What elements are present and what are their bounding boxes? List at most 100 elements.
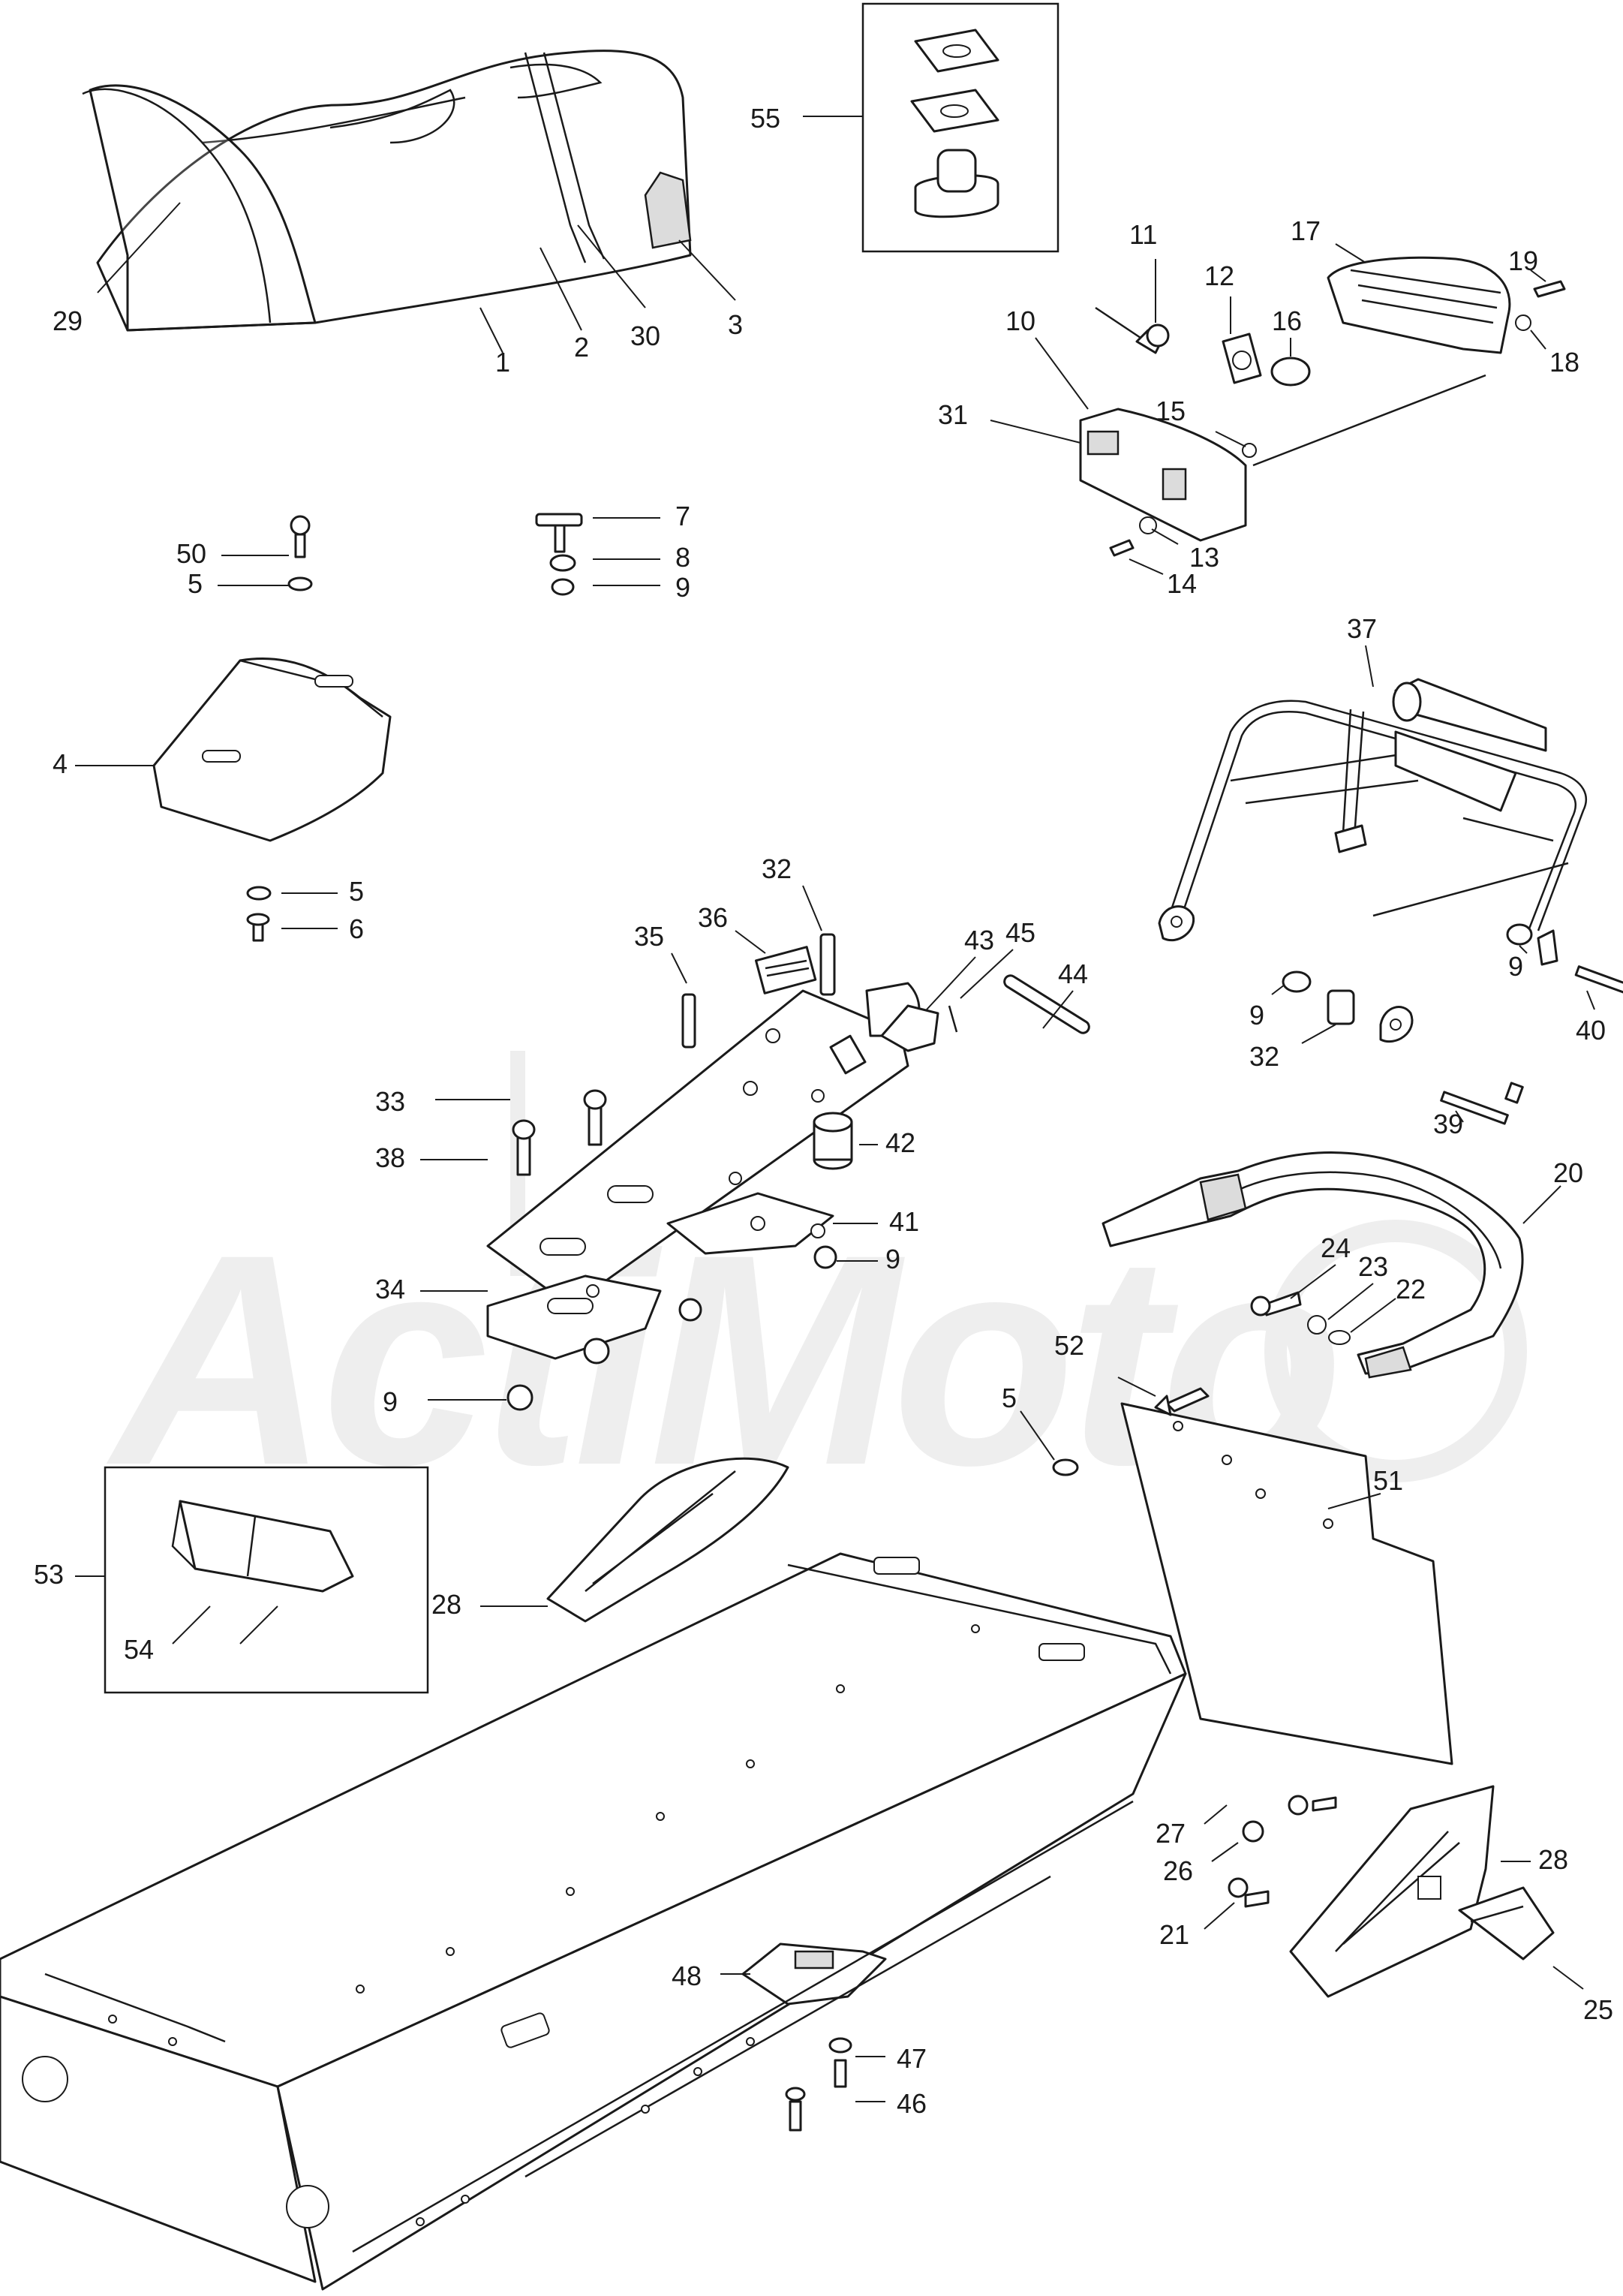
hitch-plate-assembly [486, 933, 1090, 1411]
callout-9-hitch-right-label: 9 [885, 1244, 900, 1274]
callout-12: 12 [1204, 260, 1234, 334]
callout-28-right-label: 28 [1538, 1844, 1568, 1875]
callout-45: 44 [1042, 958, 1088, 1029]
callout-5-flap-label: 5 [1002, 1383, 1017, 1413]
callout-9-top-label: 9 [675, 572, 690, 603]
callout-35: 34 [375, 1274, 488, 1304]
callout-25: 25 [1552, 1966, 1613, 2025]
callout-1-label: 1 [495, 347, 510, 378]
callout-49: 47 [855, 2043, 927, 2074]
callout-48: 46 [855, 2088, 927, 2119]
callout-15-label: 15 [1156, 396, 1186, 426]
running-board-left [546, 1457, 789, 1623]
callout-36: 35 [634, 921, 687, 984]
callout-46-label: 45 [1005, 917, 1035, 948]
callout-11-label: 11 [1129, 219, 1157, 250]
callout-44-label: 43 [964, 925, 994, 955]
callout-47-label: 50 [176, 538, 206, 569]
callout-5-flap: 5 [1002, 1383, 1055, 1461]
callout-55: 55 [750, 103, 863, 134]
callout-8: 8 [593, 542, 690, 573]
callout-3-label: 3 [728, 309, 743, 340]
callout-50-label: 48 [672, 1960, 702, 1991]
callout-17-label: 17 [1291, 215, 1321, 246]
callout-34-label: 33 [375, 1086, 405, 1117]
mud-flap [1052, 1387, 1453, 1765]
callout-2: 2 [539, 247, 589, 363]
callout-27: 27 [1156, 1804, 1228, 1849]
callout-9-hitch-left-label: 9 [383, 1386, 398, 1417]
callout-9-hitch-left: 9 [383, 1386, 506, 1417]
callout-39: 38 [375, 1142, 488, 1173]
callout-20: 20 [1522, 1157, 1583, 1224]
callout-23-label: 23 [1358, 1251, 1388, 1282]
callout-45-label: 44 [1058, 958, 1088, 989]
callout-20-label: 20 [1553, 1157, 1583, 1188]
callout-7-label: 7 [675, 501, 690, 531]
callout-6: 6 [281, 913, 364, 944]
callout-15: 15 [1156, 396, 1246, 447]
callout-32-label: 32 [1249, 1041, 1279, 1072]
callout-32: 32 [1249, 1024, 1336, 1072]
callout-52-label: 52 [1054, 1330, 1084, 1361]
watermark-wheel [1264, 1220, 1527, 1482]
callout-38-label: 37 [1347, 613, 1377, 644]
callout-38: 37 [1347, 613, 1377, 688]
callout-39-label: 38 [375, 1142, 405, 1173]
callout-37-label: 36 [698, 902, 728, 933]
callout-28-left: 28 [431, 1589, 548, 1620]
tail-light-assembly [1079, 256, 1566, 557]
callout-22: 22 [1350, 1274, 1426, 1333]
callout-28-left-label: 28 [431, 1589, 461, 1620]
callout-17: 17 [1291, 215, 1366, 263]
callout-25-label: 25 [1583, 1994, 1613, 2025]
callout-49-label: 47 [897, 2043, 927, 2074]
callout-1: 1 [479, 307, 510, 378]
callout-19: 19 [1508, 245, 1546, 282]
running-board-right [1228, 1785, 1555, 1998]
callout-21-label: 21 [1159, 1919, 1189, 1950]
callout-18-label: 18 [1549, 347, 1579, 378]
callout-26-label: 26 [1163, 1855, 1193, 1886]
callout-55-label: 55 [750, 103, 780, 134]
callout-14-label: 14 [1167, 568, 1197, 599]
kit-53-box [104, 1466, 429, 1694]
callout-13: 13 [1151, 528, 1219, 573]
callout-31: 31 [938, 399, 1081, 444]
callout-34: 33 [375, 1086, 510, 1117]
callout-26: 26 [1163, 1842, 1239, 1886]
callout-53-label: 53 [34, 1559, 64, 1590]
callout-14: 14 [1129, 558, 1197, 599]
callout-9-rack-left-label: 9 [1249, 1000, 1264, 1031]
callout-41: 40 [1576, 990, 1606, 1046]
callout-48-label: 46 [897, 2088, 927, 2119]
callout-35-label: 34 [375, 1274, 405, 1304]
callout-42-label: 41 [889, 1206, 919, 1237]
grab-handle [1102, 1151, 1524, 1379]
callout-37: 36 [698, 902, 766, 954]
callout-12-label: 12 [1204, 260, 1234, 291]
callout-46: 45 [960, 917, 1035, 999]
callout-5-top-label: 5 [188, 568, 203, 599]
callout-21: 21 [1159, 1902, 1235, 1950]
callout-30-label: 30 [630, 320, 660, 351]
callout-42: 41 [833, 1206, 919, 1237]
callout-9-rack-right: 9 [1508, 945, 1528, 982]
callout-18: 18 [1530, 330, 1579, 378]
callout-41-label: 40 [1576, 1015, 1606, 1046]
heel-rest-block [152, 515, 392, 942]
callout-9-rack-left: 9 [1249, 984, 1285, 1031]
callout-5-mid: 5 [281, 876, 364, 907]
callout-16-label: 16 [1272, 305, 1302, 336]
callout-43: 42 [859, 1127, 915, 1158]
callout-44: 43 [926, 925, 994, 1010]
kit-55-box [861, 2, 1059, 253]
callout-13-label: 13 [1189, 542, 1219, 573]
callout-53: 53 [34, 1559, 105, 1590]
callout-28-right: 28 [1501, 1844, 1568, 1875]
callout-31-label: 31 [938, 399, 968, 430]
callout-11: 11 [1129, 219, 1157, 323]
callout-9-rack-right-label: 9 [1508, 951, 1523, 982]
t-bolt-stack [535, 513, 583, 596]
callout-5-top: 5 [188, 568, 289, 599]
